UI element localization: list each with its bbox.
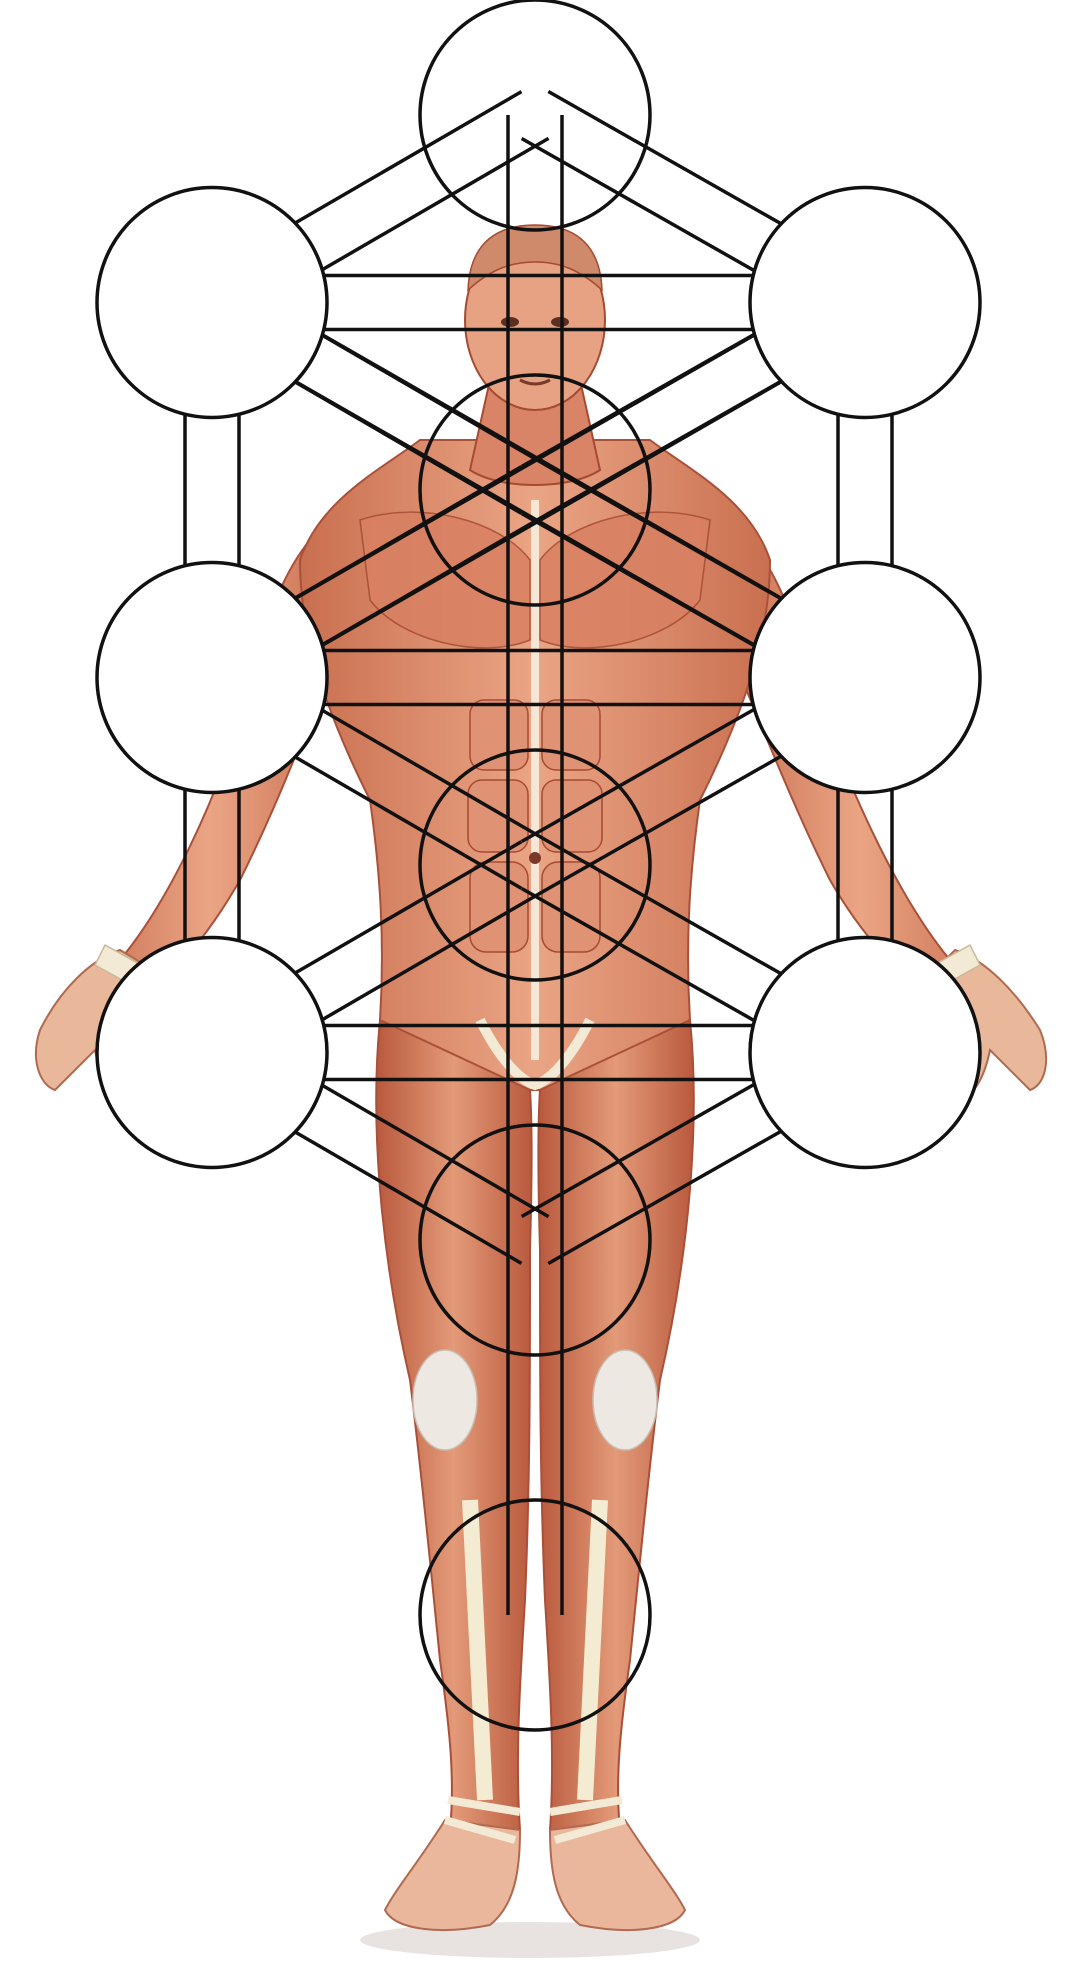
navel	[529, 852, 541, 864]
node-circle-n8	[97, 938, 327, 1168]
node-circle-n1	[420, 0, 650, 230]
node-circle-n5	[97, 563, 327, 793]
node-circle-n9	[750, 938, 980, 1168]
right-eye	[551, 317, 569, 327]
node-circle-n3	[750, 188, 980, 418]
right-knee	[593, 1350, 657, 1450]
left-knee	[413, 1350, 477, 1450]
node-circle-n6	[750, 563, 980, 793]
left-eye	[501, 317, 519, 327]
node-circle-n2	[97, 188, 327, 418]
